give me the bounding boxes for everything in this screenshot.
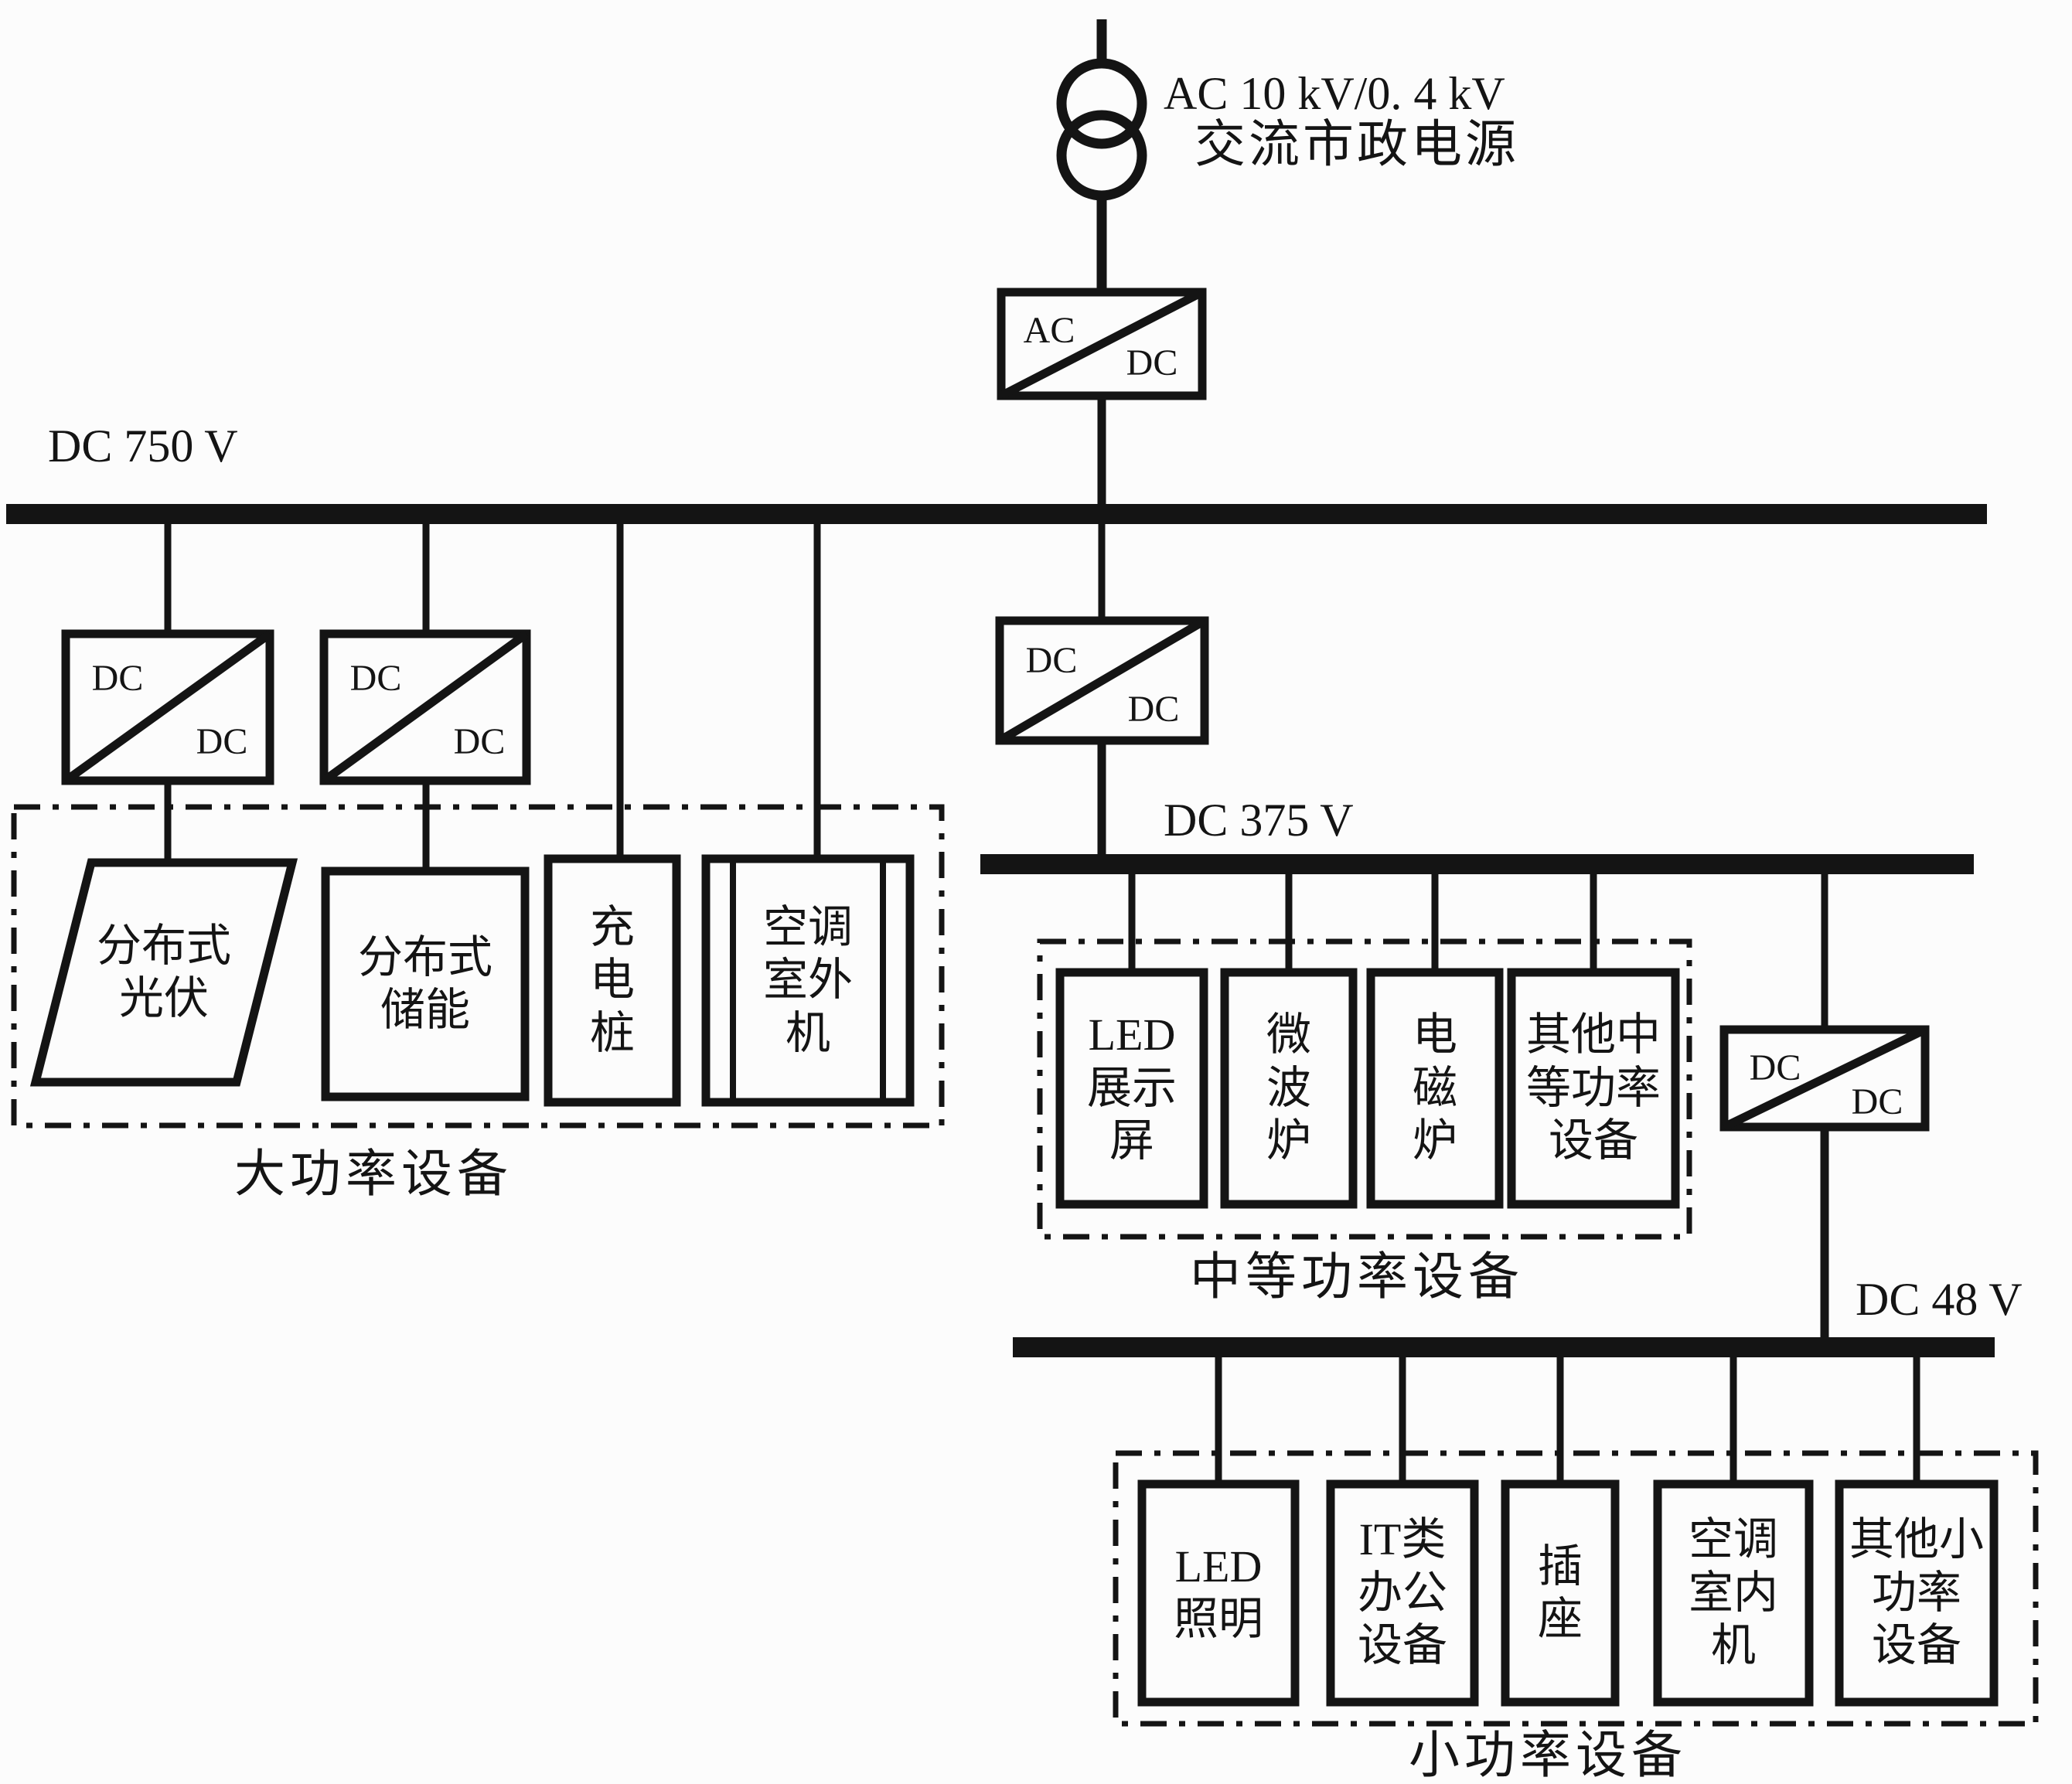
device-led-lighting-label: LED 照明: [1173, 1541, 1263, 1644]
dc-dc-converter-375-input-label: DC: [1025, 639, 1078, 681]
group-small-power: [1113, 1450, 2039, 1727]
device-socket: [1501, 1479, 1620, 1707]
dc-dc-converter-375: [995, 616, 1209, 745]
device-distributed-pv: [29, 858, 298, 1087]
group-small-power-label: 小功率设备: [1409, 1728, 1687, 1784]
group-high-power-label: 大功率设备: [234, 1146, 513, 1204]
bus-dc375: [980, 854, 1974, 874]
device-it-office-equipment-label: IT类 办公 设备: [1357, 1514, 1447, 1671]
device-other-small-power-label: 其他小 功率 设备: [1849, 1514, 1984, 1671]
bus-dc48: [1013, 1337, 1995, 1357]
dc-dc-converter-storage-output-label: DC: [453, 720, 506, 762]
device-socket-label: 插 座: [1537, 1541, 1583, 1644]
ac-dc-converter: [997, 288, 1207, 400]
device-charging-pile: [544, 854, 681, 1107]
ac-dc-converter-output-label: DC: [1126, 342, 1178, 383]
device-distributed-pv-label: 分布式 光伏: [96, 920, 231, 1023]
source-name-label: 交流市政电源: [1194, 117, 1519, 174]
device-other-small-power: [1835, 1479, 1999, 1707]
device-microwave-oven-label: 微 波 炉: [1266, 1009, 1311, 1166]
dc-dc-converter-pv-output-label: DC: [196, 720, 248, 762]
bus750-drop-lines: [164, 524, 1106, 859]
device-ac-outdoor-unit-label: 空调 室外 机: [762, 901, 853, 1058]
bus-dc48-label: DC 48 V: [1856, 1273, 2023, 1325]
dc-dc-converter-pv-input-label: DC: [91, 657, 144, 699]
group-high-power: [11, 804, 945, 1129]
bus-dc375-label: DC 375 V: [1164, 794, 1354, 846]
device-led-lighting: [1137, 1479, 1300, 1707]
device-it-office-equipment: [1326, 1479, 1479, 1707]
dc-dc-converter-storage: [319, 629, 531, 785]
bus-dc750: [6, 504, 1987, 524]
dc-dc-converter-48-output-label: DC: [1851, 1081, 1903, 1122]
device-distributed-storage: [321, 866, 530, 1101]
device-led-display-label: LED 展示 屏: [1086, 1009, 1177, 1166]
dc-dc-converter-48: [1719, 1025, 1930, 1132]
bus-dc750-label: DC 750 V: [48, 420, 238, 472]
ac-dc-converter-input-label: AC: [1023, 309, 1075, 351]
bus375-drop-lines: [1128, 874, 1828, 1030]
device-ac-indoor-unit-label: 空调 室内 机: [1688, 1514, 1778, 1671]
device-induction-cooker: [1366, 968, 1504, 1209]
device-other-medium-power: [1507, 968, 1680, 1209]
bus48-drop-lines: [1215, 1357, 1920, 1484]
device-ac-outdoor-unit: [701, 854, 915, 1107]
transformer-icon: [1056, 19, 1147, 294]
group-medium-power-label: 中等功率设备: [1190, 1249, 1524, 1306]
dc-dc-converter-storage-input-label: DC: [349, 657, 402, 699]
source-voltage-label: AC 10 kV/0. 4 kV: [1164, 67, 1505, 119]
device-other-medium-power-label: 其他中 等功率 设备: [1525, 1009, 1661, 1166]
device-microwave-oven: [1220, 968, 1358, 1209]
device-led-display: [1055, 968, 1208, 1209]
device-ac-indoor-unit: [1653, 1479, 1814, 1707]
group-medium-power: [1037, 938, 1692, 1240]
device-distributed-storage-label: 分布式 储能: [357, 931, 492, 1035]
device-charging-pile-label: 充 电 桩: [589, 901, 635, 1058]
dc-dc-converter-48-input-label: DC: [1749, 1047, 1801, 1088]
device-induction-cooker-label: 电 磁 炉: [1412, 1009, 1457, 1166]
dc-dc-converter-375-output-label: DC: [1127, 688, 1180, 730]
